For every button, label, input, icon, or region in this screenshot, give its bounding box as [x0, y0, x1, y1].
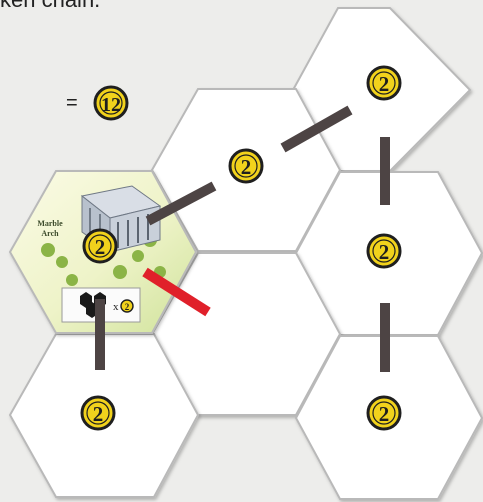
bonus-multiplier: x [113, 301, 119, 313]
svg-text:2: 2 [379, 402, 390, 426]
token-top-right: 2 [368, 67, 400, 99]
bonus-token-value: 2 [125, 302, 130, 312]
station-name-line2: Arch [41, 229, 59, 238]
station-name-line1: Marble [37, 219, 63, 228]
token-center-top: 2 [230, 150, 262, 182]
svg-text:2: 2 [379, 240, 390, 264]
token-station: 2 [84, 230, 116, 262]
token-bottom-left: 2 [82, 397, 114, 429]
svg-text:2: 2 [241, 155, 252, 179]
total-score-value: 12 [101, 94, 121, 116]
svg-text:2: 2 [93, 402, 104, 426]
token-bottom-right: 2 [368, 397, 400, 429]
svg-text:2: 2 [95, 235, 106, 259]
svg-text:2: 2 [379, 72, 390, 96]
token-right-middle: 2 [368, 235, 400, 267]
total-score-token: 12 [95, 87, 127, 119]
